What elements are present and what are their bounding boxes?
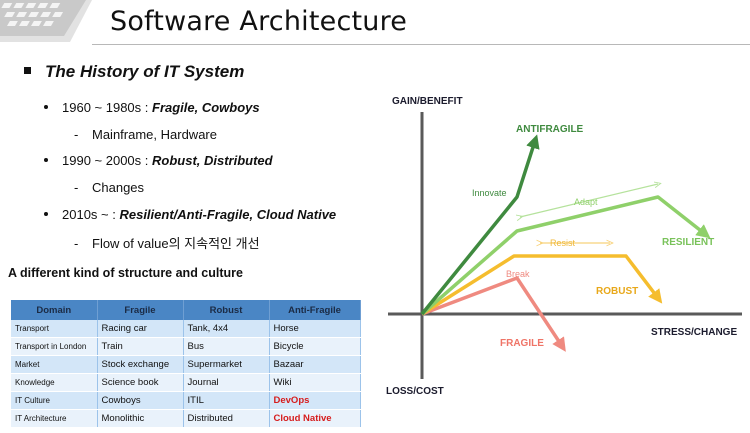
robust-label: ROBUST (596, 286, 638, 297)
square-bullet-icon (24, 67, 31, 75)
fragile-label: FRAGILE (500, 338, 544, 349)
table-cell: Transport (11, 320, 98, 338)
table-cell: IT Architecture (11, 409, 98, 428)
table-row: Market Stock exchange Supermarket Bazaar (11, 355, 361, 374)
table-cell: Train (97, 337, 184, 356)
table-cell: Journal (183, 373, 270, 392)
table-cell: Wiki (269, 373, 361, 392)
column-header: Domain (11, 300, 98, 320)
column-header: Robust (183, 300, 270, 320)
table-cell: Market (11, 355, 98, 374)
bullet-item: 1990 ~ 2000s : Robust, Distributed (44, 153, 273, 168)
x-axis-label: STRESS/CHANGE (651, 327, 737, 338)
bullet-prefix: 1960 ~ 1980s : (62, 100, 152, 115)
bullet-dot-icon (44, 157, 48, 162)
slide-title: Software Architecture (110, 6, 408, 37)
table-cell: Bicycle (269, 337, 361, 356)
table-row: IT Architecture Monolithic Distributed C… (11, 409, 361, 428)
title-divider (92, 44, 750, 45)
sub-bullet-item: -Mainframe, Hardware (74, 127, 217, 142)
table-cell: Stock exchange (97, 355, 184, 374)
table-cell: Distributed (183, 409, 270, 428)
table-cell: Bus (183, 337, 270, 356)
table-row: Transport in London Train Bus Bicycle (11, 337, 361, 356)
table-cell: Transport in London (11, 337, 98, 356)
table-cell: Bazaar (269, 355, 361, 374)
table-row: Knowledge Science book Journal Wiki (11, 373, 361, 392)
table-cell: Racing car (97, 320, 184, 338)
table-cell: Horse (269, 320, 361, 338)
sub-bullet-item: -Changes (74, 180, 145, 195)
laptop-decoration (0, 0, 92, 42)
comparison-table: Domain Fragile Robust Anti-Fragile Trans… (11, 300, 361, 428)
bullet-prefix: 1990 ~ 2000s : (62, 153, 152, 168)
break-annotation: Break (506, 269, 530, 279)
bullet-emphasis: Robust, Distributed (152, 153, 273, 168)
sub-bullet-text: Changes (92, 180, 145, 195)
sub-bullet-item: -Flow of value의 지속적인 개선 (74, 236, 260, 251)
table-cell-highlight: Cloud Native (269, 409, 361, 428)
fragility-diagram: GAIN/BENEFIT LOSS/COST STRESS/CHANGE Bre… (386, 96, 742, 397)
sub-bullet-text: Flow of value의 지속적인 개선 (92, 236, 260, 251)
section-heading: The History of IT System (24, 62, 244, 82)
sub-bullet-text: Mainframe, Hardware (92, 127, 217, 142)
bullet-dot-icon (44, 211, 48, 216)
table-cell: Science book (97, 373, 184, 392)
bullet-emphasis: Fragile, Cowboys (152, 100, 260, 115)
column-header: Fragile (97, 300, 184, 320)
y-axis-top-label: GAIN/BENEFIT (392, 96, 463, 107)
table-cell: Cowboys (97, 391, 184, 410)
fragile-curve (421, 276, 566, 352)
table-row: IT Culture Cowboys ITIL DevOps (11, 391, 361, 410)
table-cell: IT Culture (11, 391, 98, 410)
adapt-annotation: Adapt (574, 197, 598, 207)
bullet-emphasis: Resilient/Anti-Fragile, Cloud Native (119, 207, 337, 222)
table-cell: Supermarket (183, 355, 270, 374)
bullet-item: 1960 ~ 1980s : Fragile, Cowboys (44, 100, 260, 115)
column-header: Anti-Fragile (269, 300, 361, 320)
antifragile-label: ANTIFRAGILE (516, 124, 584, 135)
bullet-dot-icon (44, 104, 48, 109)
table-cell: Tank, 4x4 (183, 320, 270, 338)
innovate-annotation: Innovate (472, 188, 507, 198)
table-cell: Knowledge (11, 373, 98, 392)
table-header-row: Domain Fragile Robust Anti-Fragile (11, 300, 361, 320)
section-heading-text: The History of IT System (45, 62, 245, 81)
table-cell-highlight: DevOps (269, 391, 361, 410)
table-cell: Monolithic (97, 409, 184, 428)
resilient-label: RESILIENT (662, 237, 714, 248)
table-row: Transport Racing car Tank, 4x4 Horse (11, 320, 361, 338)
resist-annotation: Resist (550, 238, 576, 248)
table-cell: ITIL (183, 391, 270, 410)
bullet-item: 2010s ~ : Resilient/Anti-Fragile, Cloud … (44, 207, 336, 222)
bullet-prefix: 2010s ~ : (62, 207, 120, 222)
antifragile-curve (420, 134, 540, 316)
robust-curve (421, 254, 663, 316)
y-axis-bottom-label: LOSS/COST (386, 386, 444, 397)
table-caption: A different kind of structure and cultur… (8, 266, 243, 280)
adapt-arrow (520, 184, 658, 217)
